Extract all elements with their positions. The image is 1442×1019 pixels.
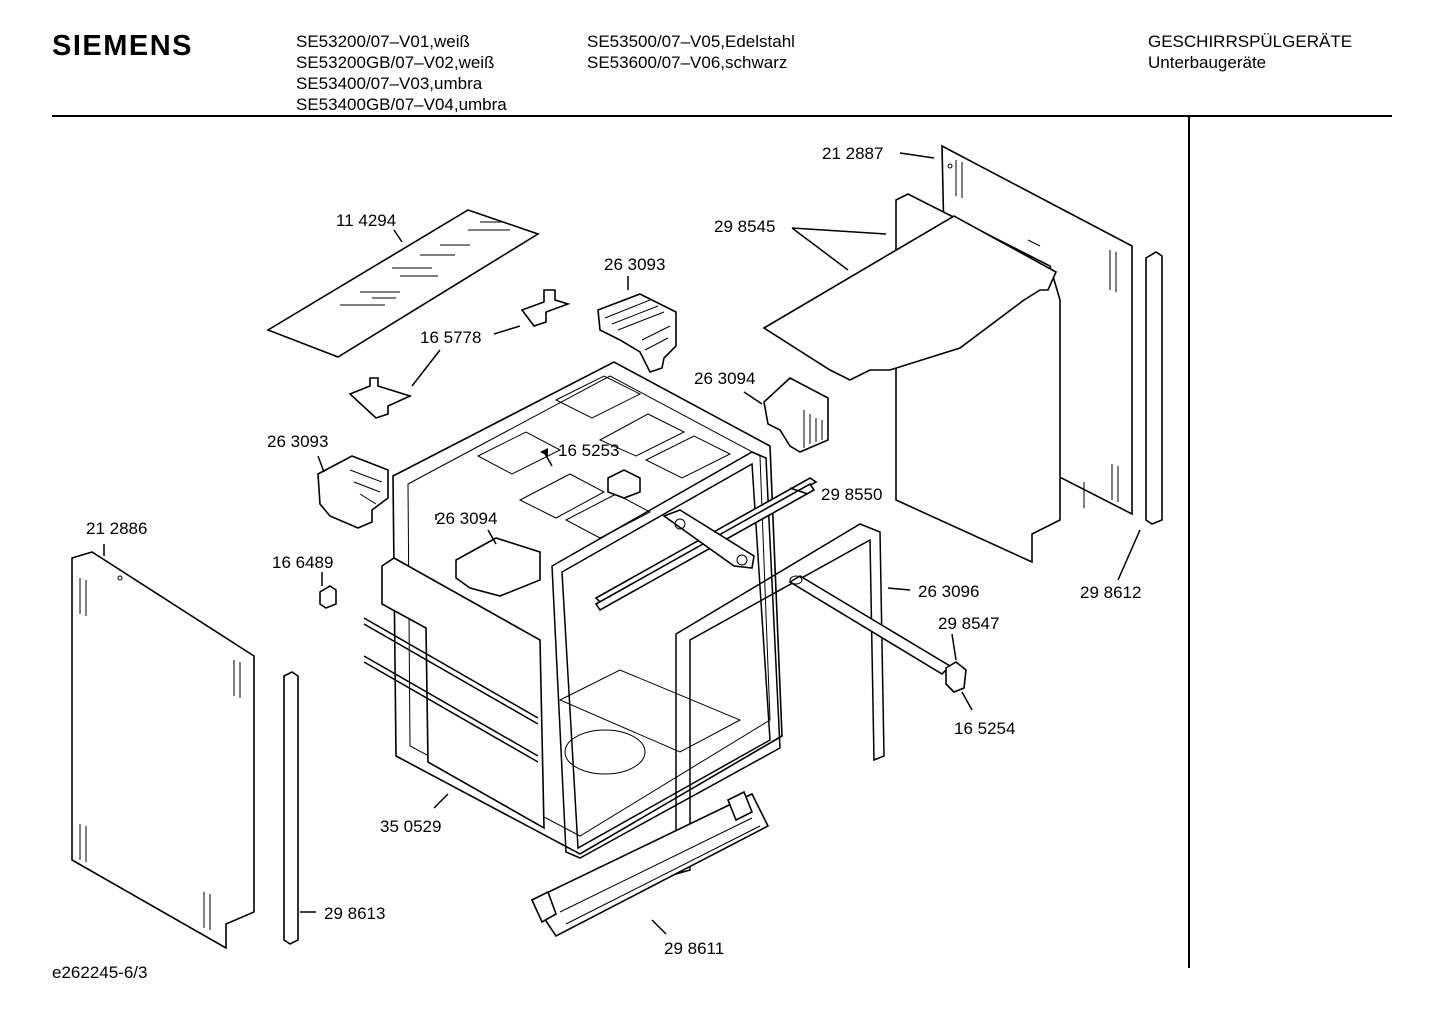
model-line: SE53200/07–V01,weiß xyxy=(296,32,470,51)
part-label: 16 6489 xyxy=(272,553,333,572)
model-list-1: SE53200/07–V01,weiß SE53200GB/07–V02,wei… xyxy=(296,31,507,115)
part-label: 16 5254 xyxy=(954,719,1015,738)
part-small-clip xyxy=(319,585,337,609)
part-label: 11 4294 xyxy=(336,211,396,230)
part-trim-strip-left xyxy=(283,671,299,945)
leader-lines xyxy=(103,152,1141,935)
brand-logo: SIEMENS xyxy=(52,30,194,62)
part-label: 29 8545 xyxy=(714,217,775,236)
part-label: 26 3094 xyxy=(436,509,497,528)
part-label: 16 5778 xyxy=(420,328,481,347)
part-label: 26 3093 xyxy=(604,255,665,274)
part-end-cap xyxy=(945,661,967,693)
part-label: 16 5253 xyxy=(558,441,619,460)
model-line: SE53600/07–V06,schwarz xyxy=(587,53,788,72)
drawing-id: e262245-6/3 xyxy=(52,963,148,982)
part-label: 29 8613 xyxy=(324,904,385,923)
part-hinge-bar xyxy=(662,509,755,569)
part-clip-top xyxy=(607,469,641,499)
part-label: 26 3093 xyxy=(267,432,328,451)
part-hinge-block-left xyxy=(317,455,389,529)
part-label: 26 3094 xyxy=(694,369,755,388)
part-door-seal xyxy=(551,451,885,875)
part-hinge-cover-lower xyxy=(455,537,541,597)
part-insulation-mat xyxy=(266,209,540,358)
part-label: 29 8612 xyxy=(1080,583,1141,602)
part-label: 21 2887 xyxy=(822,144,883,163)
category-block: GESCHIRRSPÜLGERÄTE Unterbaugeräte xyxy=(1148,31,1352,73)
part-label: 35 0529 xyxy=(380,817,441,836)
model-line: SE53400GB/07–V04,umbra xyxy=(296,95,507,114)
part-trim-strip-right xyxy=(1145,251,1163,525)
part-plinth-rail xyxy=(530,790,770,938)
part-hinge-block-upper xyxy=(597,293,677,373)
part-label: 29 8550 xyxy=(821,485,882,504)
header-rule xyxy=(52,115,1392,117)
arrow-marker xyxy=(540,448,548,456)
model-list-2: SE53500/07–V05,Edelstahl SE53600/07–V06,… xyxy=(587,31,795,73)
part-label: 26 3096 xyxy=(918,582,979,601)
model-line: SE53400/07–V03,umbra xyxy=(296,74,483,93)
part-label: 29 8547 xyxy=(938,614,999,633)
part-label: 21 2886 xyxy=(86,519,147,538)
part-bracket-lower xyxy=(348,377,413,419)
category-title: GESCHIRRSPÜLGERÄTE xyxy=(1148,32,1353,51)
category-subtitle: Unterbaugeräte xyxy=(1148,53,1267,72)
part-tub-side-plate xyxy=(363,557,545,830)
side-rule xyxy=(1188,117,1190,968)
part-top-shelf xyxy=(762,215,1058,381)
part-bracket-upper xyxy=(520,289,571,327)
part-hinge-cover-upper xyxy=(763,377,829,453)
part-labels: 21 2887 29 8545 11 4294 26 3093 16 5778 … xyxy=(86,144,1141,958)
part-label: 29 8611 xyxy=(664,939,724,958)
model-line: SE53500/07–V05,Edelstahl xyxy=(587,32,795,51)
model-line: SE53200GB/07–V02,weiß xyxy=(296,53,495,72)
part-side-panel-left xyxy=(71,551,255,950)
